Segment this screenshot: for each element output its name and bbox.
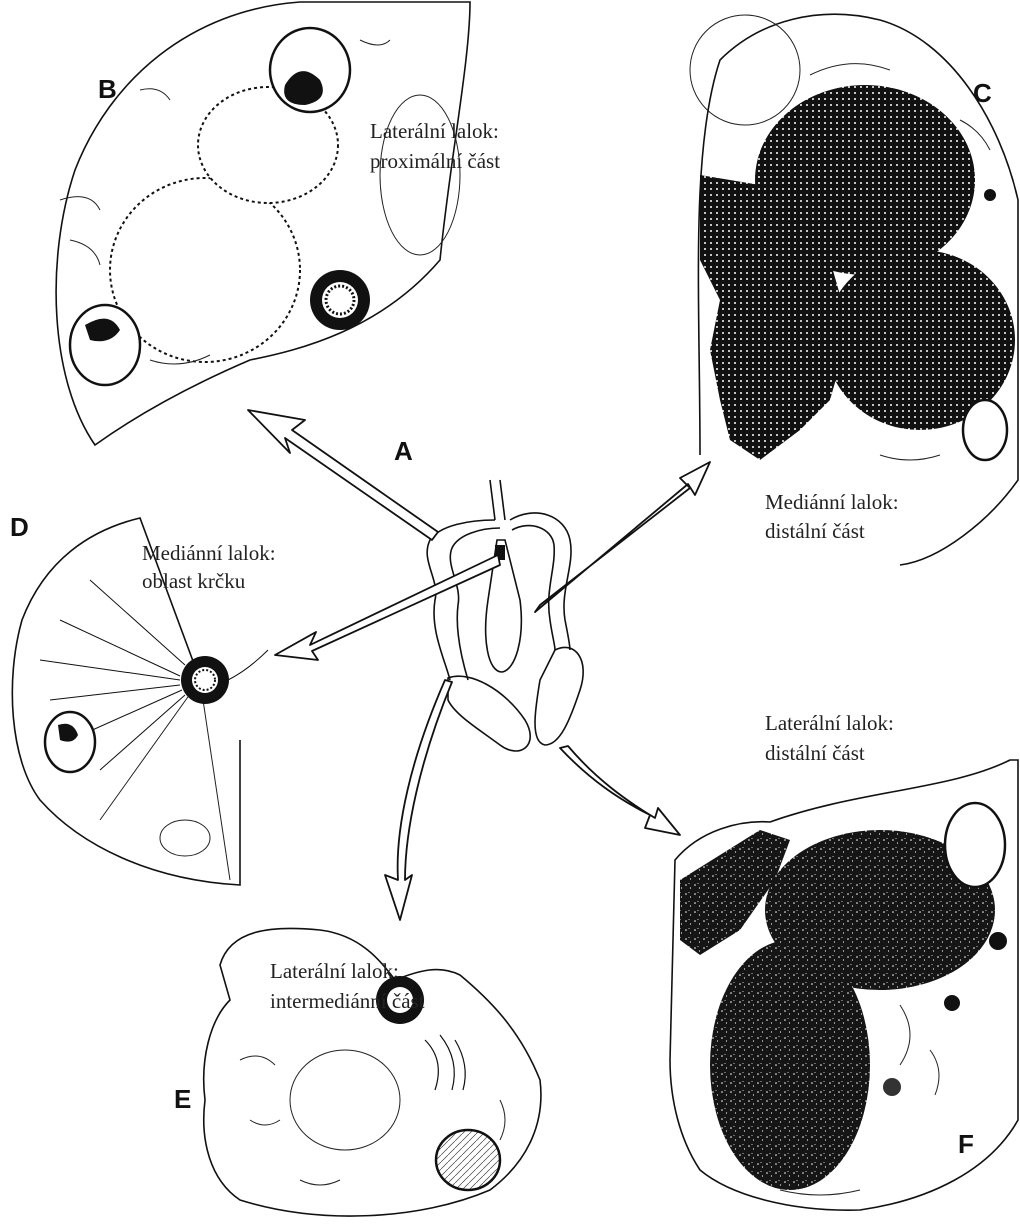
panel-b-caption-line2: proximální část [370,149,500,173]
panel-b-nucleus-bottom [70,305,140,385]
panel-a-lateral-distal-left [448,676,530,751]
panel-e-caption-line2: intermediánní část [270,989,425,1013]
connector-arrows [248,410,710,920]
panel-d-caption-line1: Mediánní lalok: [142,541,276,565]
panel-f: F Laterální lalok: distální část [670,711,1018,1210]
panel-b-letter: B [98,74,117,104]
arrow-to-c [535,462,710,612]
panel-c-caption-line1: Mediánní lalok: [765,490,899,514]
panel-d: D Mediánní lalok: oblast krčku [10,512,276,885]
panel-f-granule-bottom [710,940,870,1190]
panel-a-lateral-distal-right [535,647,583,745]
panel-d-caption-line2: oblast krčku [142,569,246,593]
panel-f-caption-line2: distální část [765,741,865,765]
panel-f-letter: F [958,1129,974,1159]
panel-e-letter: E [174,1084,191,1114]
panel-a-gland-lateral-right [510,513,571,650]
arrow-to-e [385,680,452,920]
panel-a-letter: A [394,436,413,466]
panel-d-letter: D [10,512,29,542]
panel-b-caption-line1: Laterální lalok: [370,119,499,143]
panel-e-nucleus [436,1130,500,1190]
panel-c-letter: C [973,78,992,108]
panel-e-caption-line1: Laterální lalok: [270,959,399,983]
panel-e: E Laterální lalok: intermediánní část [174,928,541,1216]
panel-c-granule-top [755,85,975,275]
panel-f-nucleus [945,803,1005,887]
panel-c-nucleus [963,400,1007,460]
panel-c-caption-line2: distální část [765,519,865,543]
panel-c: C Mediánní lalok: distální část [690,14,1018,565]
panel-d-nucleus [45,712,95,772]
arrow-to-d [275,555,500,660]
panel-b: B Laterální lalok: proximální část [56,2,500,445]
arrow-to-f [560,746,680,835]
panel-f-caption-line1: Laterální lalok: [765,711,894,735]
arrow-to-b [248,410,438,540]
